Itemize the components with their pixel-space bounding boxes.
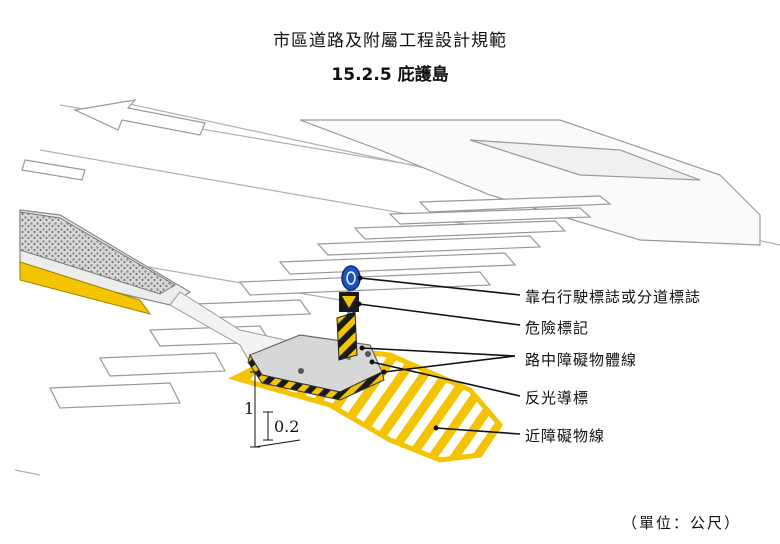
page-title: 市區道路及附屬工程設計規範 [273,31,507,51]
callout-reflective-delineator: 反光導標 [525,389,590,407]
callout-hazard-marker: 危險標記 [525,319,590,337]
sidewalk [299,119,761,246]
sign-post [336,265,361,361]
callout-obstacle-body-line: 路中障礙物體線 [525,351,638,369]
lane-arrow [72,99,206,136]
leader-dots [356,275,439,431]
height-dimension-label: 1 [244,399,254,418]
unit-note: （單位：公尺） [622,514,742,532]
curb-dimension-label: 0.2 [274,417,299,436]
callout-keep-right-sign: 靠右行駛標誌或分道標誌 [525,288,702,306]
dimension-lines [250,371,301,448]
lane-dash [21,159,86,181]
section-title: 15.2.5 庇護島 [331,65,449,85]
hazard-marker [336,311,358,361]
leader-lines [358,277,521,435]
callout-near-obstacle-line: 近障礙物線 [525,427,606,445]
keep-right-sign [341,265,361,291]
